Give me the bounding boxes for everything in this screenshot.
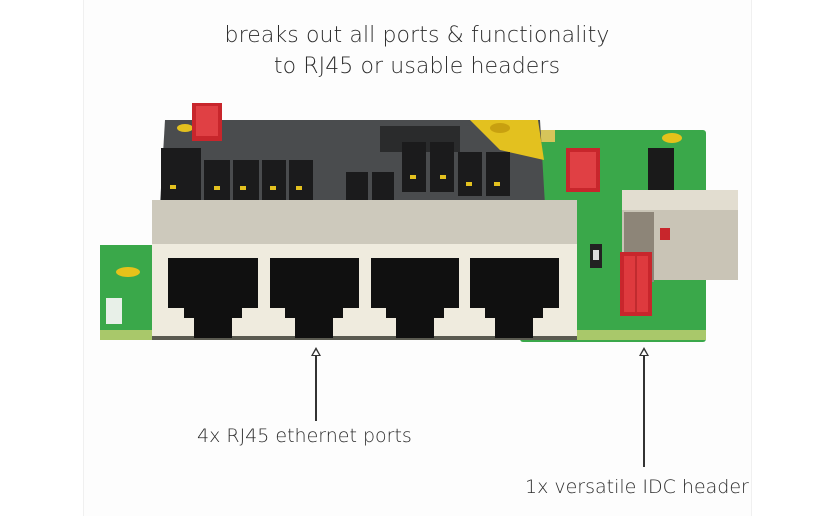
left-green-board [100,245,156,340]
arrow-up-icon [639,347,649,356]
headline: breaks out all ports & functionality to … [0,20,834,82]
headline-line-2: to RJ45 or usable headers [273,54,561,79]
arrow-up-icon [311,347,321,356]
rj45-caption: 4x RJ45 ethernet ports [197,425,412,447]
idc-header [620,252,652,316]
rj45-ports [152,200,577,340]
rj45-port-openings [168,258,559,338]
idc-caption: 1x versatile IDC header [525,476,749,498]
dark-daughter-board [160,103,545,205]
headline-line-1: breaks out all ports & functionality [224,23,610,48]
